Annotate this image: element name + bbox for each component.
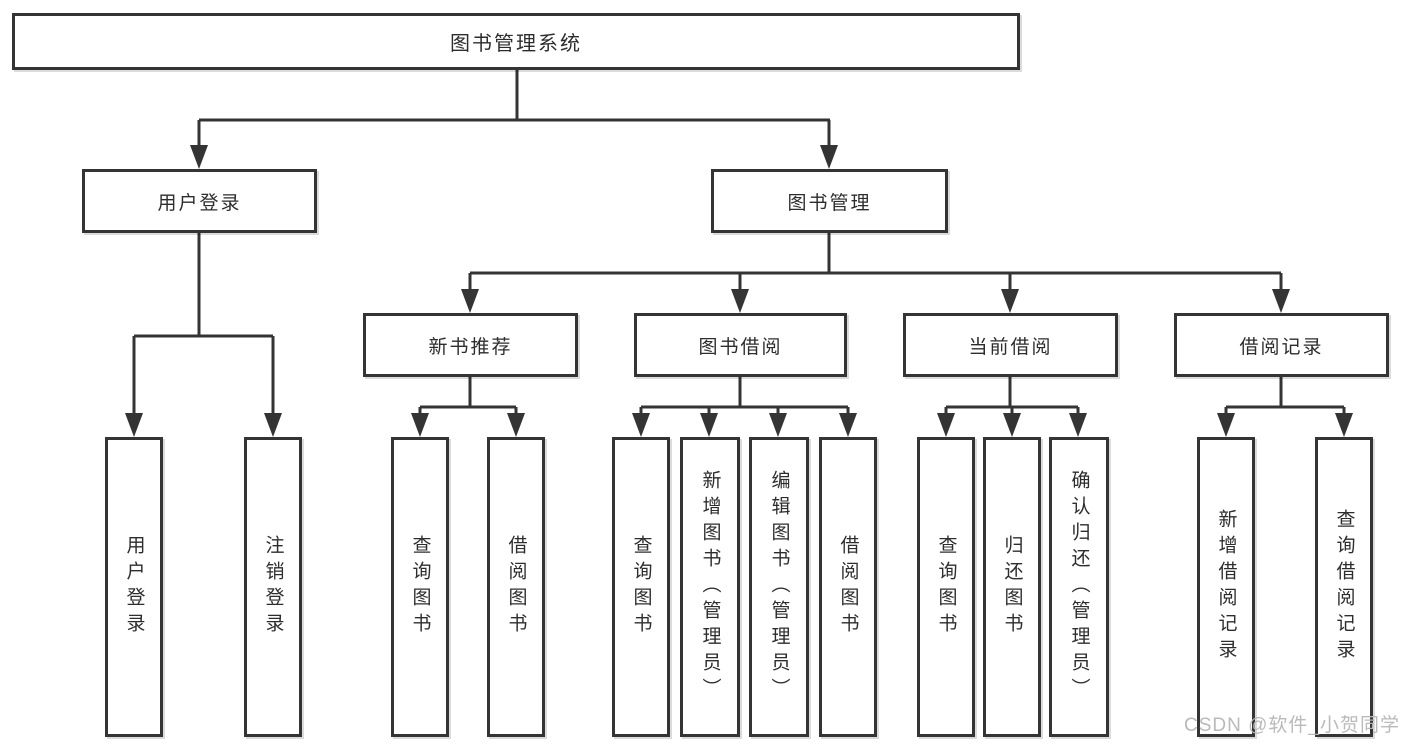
leaf-record-query: 查询借阅记录: [1315, 437, 1373, 737]
leaf-record-add-label: 新增借阅记录: [1215, 509, 1237, 665]
connector-line: [776, 407, 780, 414]
leaf-borrowing-query-label: 查询图书: [630, 535, 652, 639]
connector-line: [738, 377, 742, 407]
arrowhead-icon: [937, 413, 955, 437]
node-new-book-recommend: 新书推荐: [363, 313, 578, 377]
arrowhead-icon: [1217, 413, 1235, 437]
connector-line: [134, 334, 273, 338]
node-book-borrowing: 图书借阅: [634, 313, 847, 377]
arrowhead-icon: [411, 413, 429, 437]
node-book-management: 图书管理: [711, 169, 948, 233]
leaf-borrowing-query: 查询图书: [612, 437, 670, 737]
node-user-login-label: 用户登录: [157, 192, 242, 214]
leaf-newbook-query-label: 查询图书: [409, 535, 431, 639]
connector-line: [199, 118, 830, 122]
leaf-current-confirm-admin: 确认归还（管理员）: [1049, 437, 1109, 737]
leaf-current-return: 归还图书: [983, 437, 1041, 737]
arrowhead-icon: [190, 145, 208, 169]
leaf-newbook-borrow-label: 借阅图书: [505, 535, 527, 639]
node-current-borrowing-label: 当前借阅: [968, 336, 1053, 358]
connector-line: [944, 407, 948, 414]
arrowhead-icon: [264, 413, 282, 437]
connector-line: [271, 336, 275, 413]
arrowhead-icon: [820, 145, 838, 169]
leaf-borrowing-edit-admin: 编辑图书（管理员）: [749, 437, 809, 737]
arrowhead-icon: [507, 413, 525, 437]
leaf-borrowing-add-admin: 新增图书（管理员）: [680, 437, 740, 737]
connector-line: [470, 271, 1281, 275]
connector-line: [468, 273, 472, 289]
connector-line: [846, 407, 850, 414]
leaf-borrowing-borrow: 借阅图书: [819, 437, 877, 737]
arrowhead-icon: [632, 413, 650, 437]
arrowhead-icon: [700, 413, 718, 437]
connector-line: [1279, 273, 1283, 289]
arrowhead-icon: [731, 289, 749, 313]
leaf-current-query: 查询图书: [917, 437, 975, 737]
connector-line: [1342, 407, 1346, 414]
connector-line: [418, 407, 422, 414]
arrowhead-icon: [461, 289, 479, 313]
arrowhead-icon: [839, 413, 857, 437]
connector-line: [707, 407, 711, 414]
node-borrow-records: 借阅记录: [1174, 313, 1389, 377]
watermark: CSDN @软件_小贺同学: [1184, 715, 1400, 736]
connector-line: [1008, 377, 1012, 407]
leaf-borrowing-edit-admin-label: 编辑图书（管理员）: [768, 470, 790, 704]
arrowhead-icon: [1272, 289, 1290, 313]
node-new-book-recommend-label: 新书推荐: [428, 336, 513, 358]
arrowhead-icon: [125, 413, 143, 437]
leaf-current-return-label: 归还图书: [1001, 535, 1023, 639]
node-book-borrowing-label: 图书借阅: [698, 336, 783, 358]
leaf-newbook-query: 查询图书: [391, 437, 449, 737]
connector-line: [515, 70, 519, 120]
connector-line: [1226, 405, 1344, 409]
connector-line: [738, 273, 742, 289]
connector-line: [639, 407, 643, 414]
leaf-current-query-label: 查询图书: [935, 535, 957, 639]
connector-line: [468, 377, 472, 407]
arrowhead-icon: [769, 413, 787, 437]
connector-line: [514, 407, 518, 414]
leaf-newbook-borrow: 借阅图书: [487, 437, 545, 737]
node-root-label: 图书管理系统: [450, 33, 582, 55]
leaf-record-add: 新增借阅记录: [1197, 437, 1255, 737]
leaf-record-query-label: 查询借阅记录: [1333, 509, 1355, 665]
connector-line: [1008, 273, 1012, 289]
connector-line: [641, 405, 848, 409]
node-user-login: 用户登录: [82, 169, 317, 233]
leaf-user-login: 用户登录: [105, 437, 163, 737]
leaf-current-confirm-admin-label: 确认归还（管理员）: [1068, 470, 1090, 704]
arrowhead-icon: [1069, 413, 1087, 437]
arrowhead-icon: [1003, 413, 1021, 437]
connector-line: [197, 233, 201, 336]
connector-line: [827, 233, 831, 273]
leaf-borrowing-add-admin-label: 新增图书（管理员）: [699, 470, 721, 704]
connector-line: [132, 336, 136, 413]
arrowhead-icon: [1001, 289, 1019, 313]
connector-line: [827, 120, 831, 148]
arrowhead-icon: [1335, 413, 1353, 437]
leaf-user-login-label: 用户登录: [123, 535, 145, 639]
connector-line: [1076, 407, 1080, 414]
node-book-management-label: 图书管理: [787, 192, 872, 214]
connector-line: [420, 405, 516, 409]
connector-line: [1224, 407, 1228, 414]
node-current-borrowing: 当前借阅: [903, 313, 1118, 377]
leaf-logout: 注销登录: [244, 437, 302, 737]
leaf-logout-label: 注销登录: [262, 535, 284, 639]
connector-line: [197, 120, 201, 148]
connector-line: [1010, 407, 1014, 414]
leaf-borrowing-borrow-label: 借阅图书: [837, 535, 859, 639]
connector-line: [1279, 377, 1283, 407]
node-root: 图书管理系统: [12, 13, 1020, 70]
node-borrow-records-label: 借阅记录: [1239, 336, 1324, 358]
